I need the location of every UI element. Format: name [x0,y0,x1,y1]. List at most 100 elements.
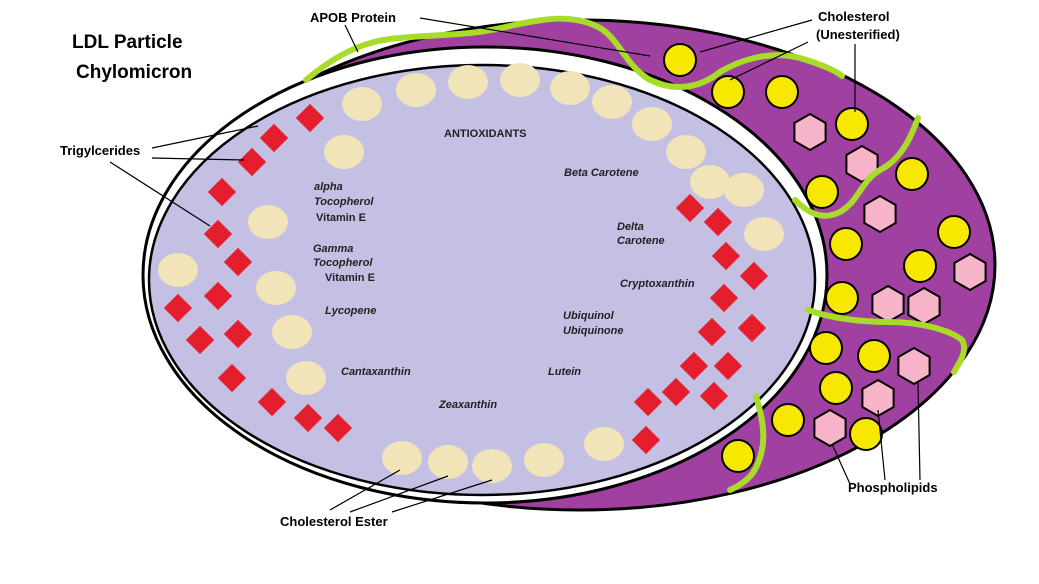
cholesterol-ester [324,135,364,169]
cholesterol-molecule [721,439,755,473]
apob-strand-middle [805,307,968,375]
cholesterol-ester [428,445,468,479]
alpha-tocopherol-3: Vitamin E [316,212,366,224]
leader-apob-2 [419,17,651,57]
triglyceride [703,207,733,237]
phospholipid-molecule [793,112,827,152]
triglyceride [709,283,739,313]
triglyceride [713,351,743,381]
cholesterol-molecule [819,371,853,405]
apob-strand-bottom [727,393,767,493]
title-line-2: Chylomicron [76,62,192,83]
cholesterol-molecule [765,75,799,109]
phospholipid-molecule [813,408,847,448]
triglyceride [711,241,741,271]
triglyceride [293,403,323,433]
cholesterol-ester [158,253,198,287]
cholesterol-ester [248,205,288,239]
delta-carotene-2: Carotene [617,235,665,247]
phospholipid-molecule [907,286,941,326]
cantaxanthin-label: Cantaxanthin [341,366,411,378]
triglyceride [699,381,729,411]
cholesterol-ester [592,85,632,119]
triglyceride [737,313,767,343]
cholesterol-ester [744,217,784,251]
cholesterol-molecule [663,43,697,77]
label-cholesterol-ester: Cholesterol Ester [280,514,388,529]
leader-lines [109,17,921,513]
cholesterol-molecule [771,403,805,437]
cholesterol-ester [524,443,564,477]
cholesterol-ester [690,165,730,199]
leader-trig-3 [109,161,211,227]
triglyceride [661,377,691,407]
cholesterol-molecule [857,339,891,373]
cholesterol-ester-group [158,63,784,483]
cholesterol-molecule [903,249,937,283]
leader-apob-1 [344,24,359,53]
cholesterol-molecule [711,75,745,109]
label-phospholipids: Phospholipids [848,480,938,495]
cholesterol-ester [500,63,540,97]
cholesterol-molecule [829,227,863,261]
leader-phos-2 [877,409,886,481]
cholesterol-molecule [937,215,971,249]
cholesterol-ester [286,361,326,395]
label-apob-protein: APOB Protein [310,10,396,25]
zeaxanthin-label: Zeaxanthin [438,399,497,411]
cholesterol-molecule [809,331,843,365]
cholesterol-ester [342,87,382,121]
triglyceride [257,387,287,417]
cholesterol-ester [666,135,706,169]
gamma-tocopherol-1: Gamma [313,243,353,255]
triglyceride [323,413,353,443]
label-cholesterol: Cholesterol [818,9,890,24]
cholesterol-ester [550,71,590,105]
cholesterol-molecule [835,107,869,141]
cholesterol-molecule [849,417,883,451]
leader-chol-2 [729,41,809,81]
phospholipid-molecule [897,346,931,386]
leader-ester-3 [391,479,493,513]
gamma-tocopherol-2: Tocopherol [313,257,373,269]
cholesterol-molecule [805,175,839,209]
cholesterol-ester [584,427,624,461]
leader-ester-1 [329,469,401,511]
leader-chol-1 [699,19,813,53]
alpha-tocopherol-2: Tocopherol [314,196,374,208]
leader-phos-3 [917,381,921,481]
leader-trig-1 [151,125,259,149]
lutein-label: Lutein [548,366,581,378]
apob-strand-top [303,15,845,90]
cholesterol-ester [448,65,488,99]
cholesterol-ester [396,73,436,107]
alpha-tocopherol-1: alpha [314,181,343,193]
apob-protein-strands [303,15,968,493]
cholesterol-ester [472,449,512,483]
triglyceride [679,351,709,381]
triglyceride [739,261,769,291]
cholesterol-ester [382,441,422,475]
label-triglycerides: Trigylcerides [60,143,140,158]
cryptoxanthin-label: Cryptoxanthin [620,278,695,290]
triglyceride [675,193,705,223]
lycopene-label: Lycopene [325,305,376,317]
apob-strand-right [792,115,921,219]
phospholipid-molecule [871,284,905,324]
cholesterol-molecule [825,281,859,315]
cholesterol-molecule [895,157,929,191]
triglyceride [697,317,727,347]
delta-carotene-1: Delta [617,221,644,233]
beta-carotene-label: Beta Carotene [564,167,639,179]
cholesterol-group [663,43,971,473]
phospholipid-molecule [863,194,897,234]
cholesterol-ester [724,173,764,207]
ubiquinone-label: Ubiquinone [563,325,624,337]
phospholipid-molecule [845,144,879,184]
title-line-1: LDL Particle [72,32,183,53]
ubiquinol-label: Ubiquinol [563,310,615,322]
leader-ester-2 [349,475,449,513]
leader-trig-2 [151,157,245,161]
cholesterol-ester [272,315,312,349]
